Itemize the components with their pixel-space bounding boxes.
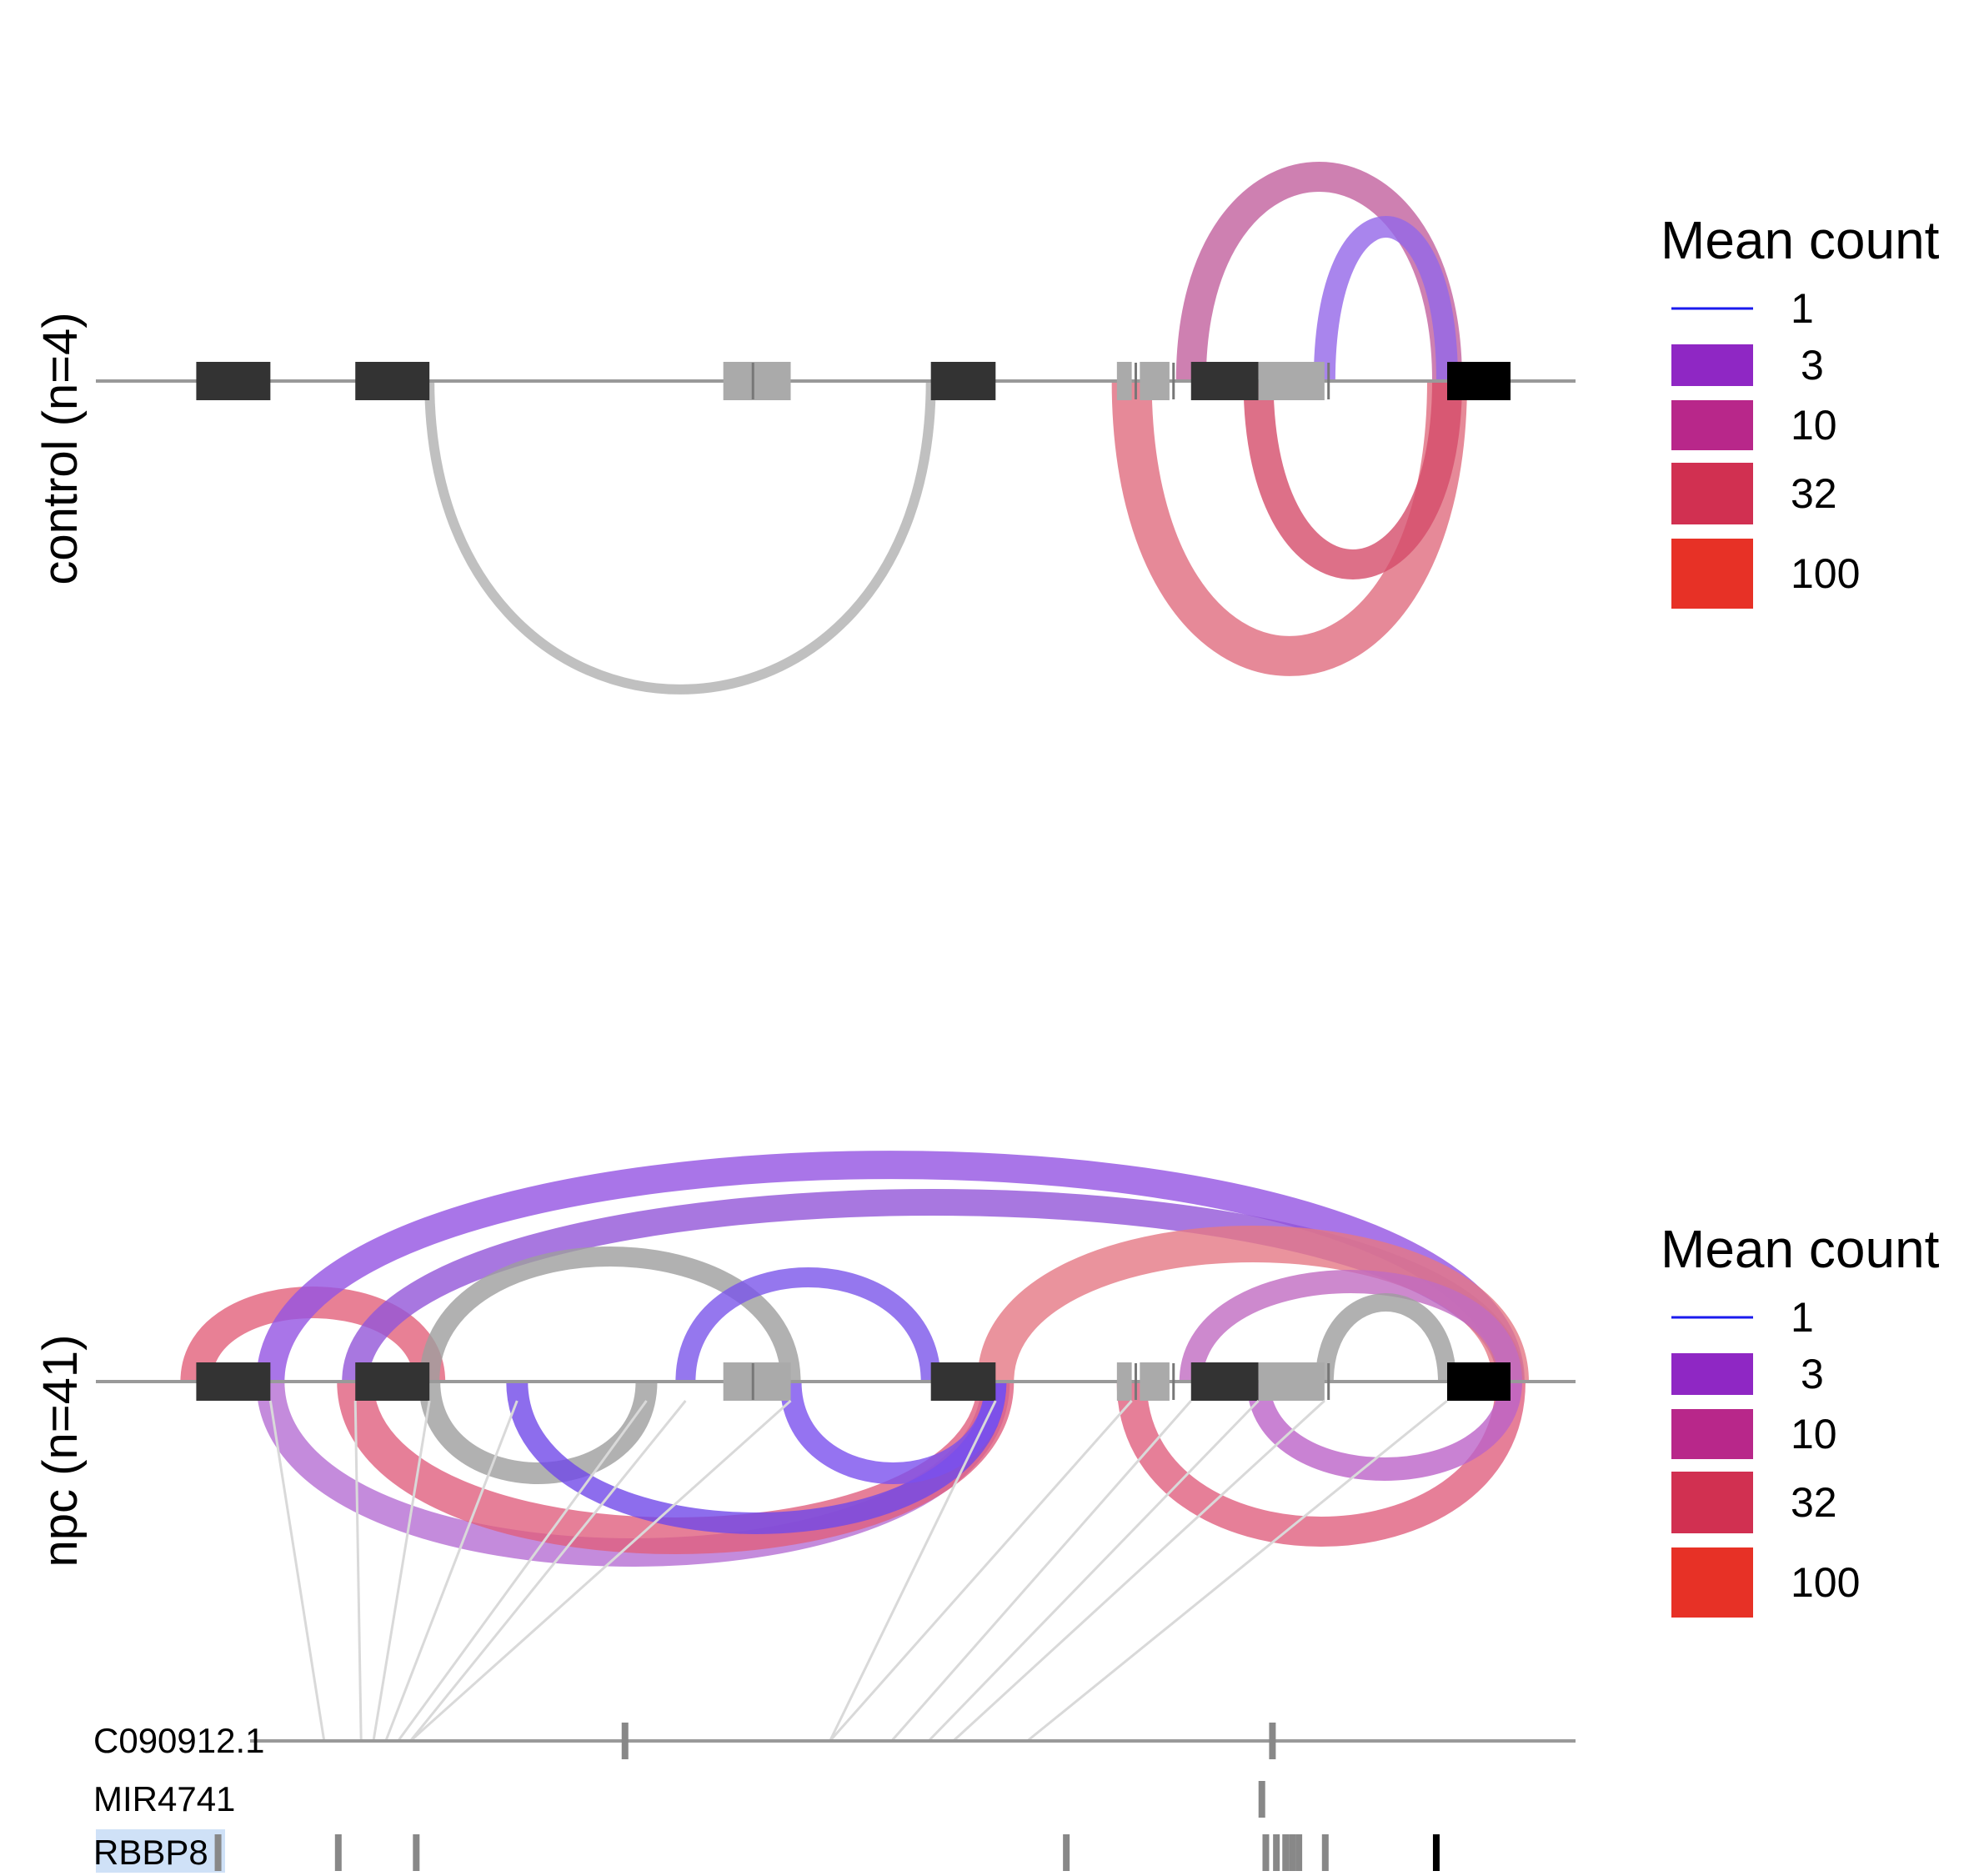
connector-line [353, 1400, 363, 1742]
gene-exon [1295, 1834, 1303, 1871]
connector-line [927, 1399, 1260, 1743]
legend-control: Mean count 1 3 10 32 100 [1661, 210, 1940, 609]
exon-block [1258, 362, 1325, 400]
junction-arc [1243, 380, 1462, 579]
legend-swatch [1671, 400, 1753, 450]
junction-arc [1313, 216, 1458, 382]
legend-title: Mean count [1661, 1219, 1940, 1279]
gene-exon [1432, 1834, 1440, 1871]
exon-block [196, 362, 271, 400]
legend-label: 100 [1791, 550, 1860, 597]
legend-swatch [1671, 1353, 1753, 1395]
exon-block [1258, 1362, 1325, 1401]
legend-swatch [1671, 463, 1753, 524]
gene-exon [1269, 1723, 1276, 1759]
gene-exon [1282, 1834, 1290, 1871]
exon-block [723, 1362, 791, 1401]
exon-block [1447, 362, 1511, 400]
panel-control: control (n=4) [33, 162, 1576, 695]
legend-label: 32 [1791, 1479, 1837, 1526]
legend-label: 32 [1791, 470, 1837, 517]
gene-exon [214, 1834, 222, 1871]
exon-block [1190, 1362, 1259, 1401]
legend-swatch [1671, 1547, 1753, 1618]
exon-block [930, 1362, 996, 1401]
connector-line [268, 1400, 326, 1742]
legend-swatch [1671, 539, 1753, 609]
exon-block [1190, 362, 1259, 400]
legend-label: 3 [1801, 1351, 1824, 1397]
junction-arc [419, 1246, 801, 1382]
legend-swatch [1671, 1472, 1753, 1533]
gene-exon [1258, 1781, 1265, 1818]
panel-npc: npc (n=41) [33, 1151, 1576, 1568]
connector-line [829, 1400, 1133, 1742]
legend-label: 3 [1801, 342, 1824, 389]
gene-exon [621, 1723, 629, 1759]
legend-label: 1 [1791, 1294, 1814, 1341]
gene-exon [334, 1834, 342, 1871]
gene-connector-lines [268, 1399, 1448, 1743]
junction-arc [424, 380, 936, 695]
legend-label: 100 [1791, 1559, 1860, 1606]
gene-exon [1289, 1834, 1296, 1871]
connector-line [890, 1400, 1192, 1742]
gene-exon [413, 1834, 420, 1871]
junction-arc [675, 1267, 941, 1382]
npc-panel-label: npc (n=41) [33, 1335, 88, 1568]
connector-line [384, 1400, 519, 1742]
control-exon-track [96, 362, 1576, 400]
legend-swatch [1671, 344, 1753, 386]
exon-block [196, 1362, 271, 1401]
connector-line [1026, 1399, 1448, 1743]
junction-arc [418, 1381, 658, 1484]
exon-block [1116, 362, 1132, 400]
gene-exon [1273, 1834, 1280, 1871]
control-junctions [424, 162, 1467, 695]
gene-label: RBBP8 [93, 1833, 208, 1872]
exon-block [355, 1362, 430, 1401]
exon-block [1116, 1362, 1132, 1401]
connector-line [397, 1400, 648, 1742]
connector-line [952, 1399, 1325, 1743]
exon-block [1447, 1362, 1511, 1401]
legend-title: Mean count [1661, 210, 1940, 270]
gene-label: C090912.1 [93, 1721, 265, 1760]
legend-npc: Mean count 1 3 10 32 100 [1661, 1219, 1940, 1618]
gene-exon [1262, 1834, 1270, 1871]
legend-swatch [1671, 1409, 1753, 1459]
connector-line [409, 1399, 792, 1743]
exon-block [1140, 362, 1170, 400]
legend-label: 1 [1791, 285, 1814, 332]
npc-exon-track [96, 1362, 1576, 1401]
gene-exon [1063, 1834, 1070, 1871]
junction-arc [1116, 1381, 1526, 1547]
exon-block [1140, 1362, 1170, 1401]
junction-arc [1179, 1270, 1522, 1382]
connector-line [829, 1400, 997, 1742]
exon-block [355, 362, 430, 400]
legend-label: 10 [1791, 402, 1837, 449]
junction-arc [1315, 1293, 1456, 1382]
control-panel-label: control (n=4) [33, 312, 88, 584]
npc-junctions [180, 1151, 1529, 1567]
junction-arc [1246, 1381, 1522, 1481]
gene-exon [1321, 1834, 1329, 1871]
connector-line [372, 1400, 431, 1742]
gene-highlight [96, 1829, 225, 1873]
exon-block [723, 362, 791, 400]
connector-line [409, 1400, 687, 1742]
exon-block [930, 362, 996, 400]
legend-label: 10 [1791, 1411, 1837, 1457]
gene-label: MIR4741 [93, 1779, 235, 1818]
